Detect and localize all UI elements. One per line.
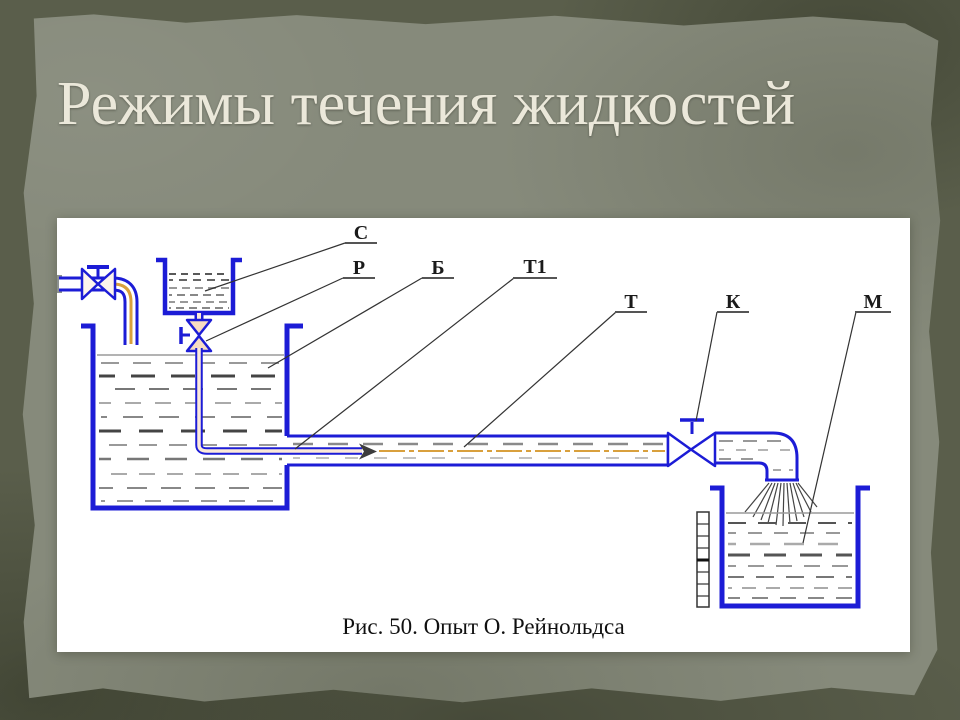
slide-title: Режимы течения жидкостей: [57, 70, 796, 138]
spray: [744, 482, 818, 527]
label-outlet-valve: К: [726, 291, 741, 313]
leader-lines: [204, 242, 857, 544]
dye-tube: [195, 348, 377, 460]
water-dashes-measuring-tank: [728, 522, 852, 599]
label-measuring-tank: М: [864, 291, 883, 313]
label-dye-vessel: С: [354, 222, 368, 244]
reynolds-diagram: С Р Б Т1 Т К М: [57, 222, 891, 609]
supply-valve: [80, 265, 117, 301]
measuring-tank: [710, 485, 870, 609]
dye-vessel: [156, 257, 242, 322]
figure-panel: С Р Б Т1 Т К М Рис. 50. Опыт О. Рейнольд…: [57, 218, 910, 652]
label-glass-tube: Т: [624, 291, 638, 313]
label-underlines: [343, 242, 891, 313]
level-ruler: [696, 511, 710, 608]
outlet-valve: [666, 418, 717, 468]
label-dye-valve: Р: [353, 257, 365, 279]
dye-nozzle: [359, 443, 377, 460]
label-dye-tube: Т1: [523, 256, 546, 278]
label-supply-tank: Б: [431, 257, 444, 279]
outlet-elbow: [715, 431, 799, 482]
glass-tube: [287, 434, 670, 467]
figure-caption: Рис. 50. Опыт О. Рейнольдса: [342, 614, 625, 639]
water-dashes-dye-vessel: [169, 273, 229, 309]
supply-tank: [81, 323, 303, 511]
water-dashes-supply-tank: [99, 362, 282, 502]
dye-valve: [179, 318, 213, 353]
